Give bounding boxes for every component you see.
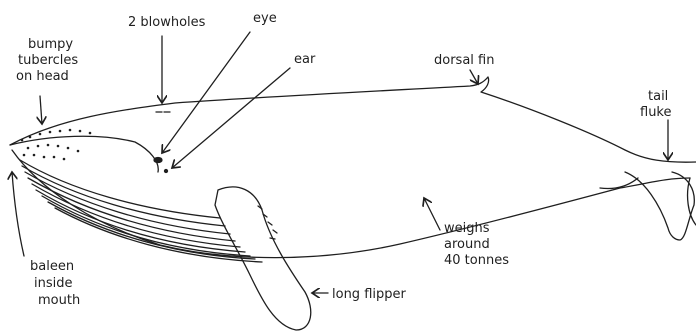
arrow-ear	[172, 68, 290, 168]
labels: bumpy tubercles on head 2 blowholes eye …	[16, 11, 672, 308]
label-weighs-3: 40 tonnes	[444, 253, 509, 268]
label-bumpy-3: on head	[16, 69, 69, 84]
label-tail-2: fluke	[640, 105, 672, 120]
label-bumpy-2: tubercles	[18, 53, 78, 68]
label-blowholes: 2 blowholes	[128, 15, 206, 30]
label-baleen-2: inside	[34, 276, 73, 291]
tail-fluke	[625, 172, 694, 240]
label-bumpy-1: bumpy	[28, 37, 73, 52]
throat-pleats	[20, 160, 262, 262]
label-long-flipper: long flipper	[332, 287, 406, 302]
whale-belly-outline	[12, 150, 690, 258]
label-weighs-2: around	[444, 237, 490, 252]
long-flipper	[215, 187, 311, 330]
label-eye: eye	[253, 11, 277, 26]
arrow-weighs	[424, 198, 440, 230]
head-tubercles	[21, 129, 92, 161]
label-dorsal-fin: dorsal fin	[434, 53, 494, 68]
arrow-dorsal	[470, 70, 478, 84]
flipper-bumps	[258, 206, 277, 239]
label-baleen-1: baleen	[30, 259, 74, 274]
label-weighs-1: weighs	[444, 221, 490, 236]
tail-stock-line	[600, 178, 638, 189]
whale-back-outline	[10, 77, 696, 162]
label-baleen-3: mouth	[38, 293, 80, 308]
arrow-eye	[162, 32, 250, 153]
ear-mark	[165, 170, 168, 173]
eye-mark	[154, 158, 162, 163]
arrow-baleen	[12, 172, 24, 256]
arrow-bumpy	[40, 96, 42, 124]
label-ear: ear	[294, 52, 316, 67]
label-tail-1: tail	[648, 89, 668, 104]
